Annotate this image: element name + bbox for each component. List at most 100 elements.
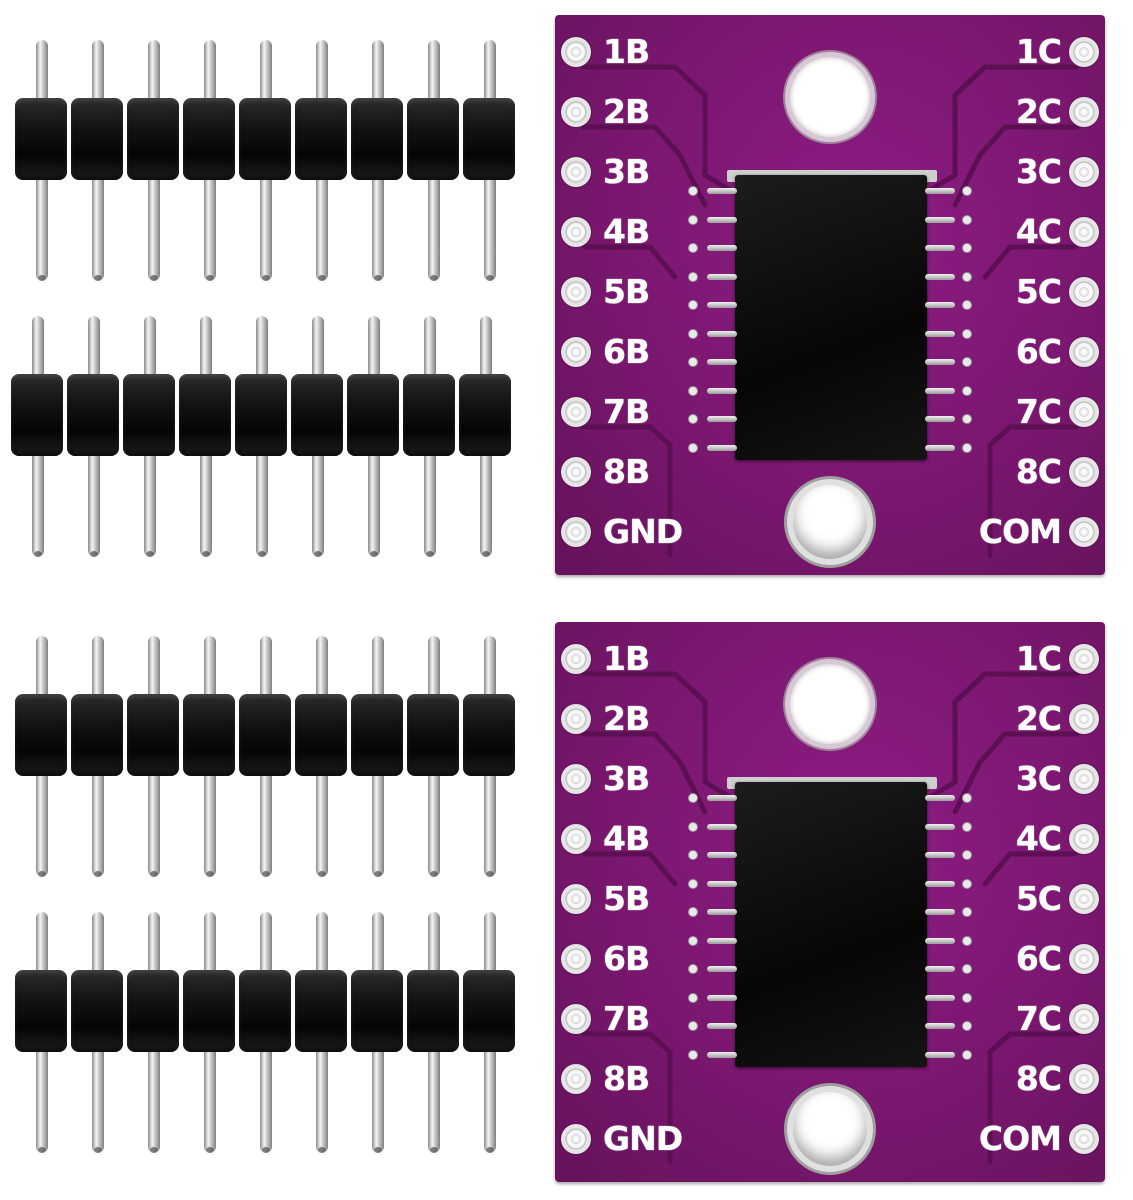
header-pin-bottom [372, 766, 384, 877]
header-pin-bottom [92, 170, 104, 281]
header-pin-top [372, 912, 384, 982]
header-pin-bottom [204, 170, 216, 281]
header-pin-top [260, 40, 272, 110]
header-pin-bottom [36, 170, 48, 281]
header-pin-top [200, 316, 212, 386]
solder-pad [689, 794, 697, 802]
ic-chip [735, 782, 927, 1067]
chip-leg [925, 416, 955, 422]
chip-leg [707, 302, 737, 308]
solder-pad [689, 187, 697, 195]
header-pin-top [32, 316, 44, 386]
pin-label-right: 2C [1015, 92, 1062, 131]
chip-leg [925, 937, 955, 944]
edge-pad-right [1069, 824, 1099, 854]
header-pin-top [312, 316, 324, 386]
header-pin-bottom [316, 170, 328, 281]
chip-leg [925, 188, 955, 194]
solder-pad [689, 1022, 697, 1030]
header-plastic-block [123, 374, 175, 456]
header-pin-top [256, 316, 268, 386]
pin-label-right: 5C [1015, 879, 1062, 918]
chip-leg [925, 444, 955, 451]
solder-pad [963, 358, 971, 366]
header-pin-bottom [484, 1042, 496, 1153]
header-pin-bottom [316, 1042, 328, 1153]
chip-leg [925, 1051, 955, 1058]
board-traces [580, 671, 1080, 1165]
header-pin-bottom [368, 446, 380, 557]
pin-label-left: 8B [603, 1059, 650, 1098]
chip-leg [707, 994, 737, 1001]
chip-leg [707, 387, 737, 394]
solder-pad [689, 301, 697, 309]
solder-pad [963, 272, 971, 281]
pin-label-right: 3C [1015, 152, 1062, 191]
chip-leg [925, 1023, 955, 1029]
solder-pad [963, 386, 971, 395]
edge-pad-right [1069, 944, 1099, 974]
edge-pad-left [561, 704, 591, 734]
solder-pad [963, 215, 971, 224]
edge-pad-right [1069, 644, 1099, 674]
header-pin-top [372, 636, 384, 706]
header-plastic-block [463, 970, 515, 1052]
edge-pad-left [561, 337, 591, 367]
edge-pad-left [561, 97, 591, 127]
header-pin-top [428, 40, 440, 110]
header-plastic-block [351, 98, 403, 180]
chip-leg [925, 273, 955, 280]
ic-chip [735, 175, 927, 460]
chip-leg [707, 909, 737, 915]
header-pin-bottom [428, 766, 440, 877]
header-pin-top [484, 40, 496, 110]
pin-label-right: 7C [1015, 999, 1062, 1038]
chip-leg [707, 273, 737, 280]
chip-leg [925, 302, 955, 308]
header-plastic-block [407, 98, 459, 180]
solder-pad [689, 272, 697, 281]
chip-leg [925, 823, 955, 830]
header-pin-top [36, 40, 48, 110]
chip-leg [707, 245, 737, 251]
pin-label-right: 6C [1015, 332, 1062, 371]
solder-pad [689, 415, 697, 423]
edge-pad-left [561, 157, 591, 187]
chip-leg [925, 387, 955, 394]
header-pin-top [148, 912, 160, 982]
header-pin-top [36, 636, 48, 706]
chip-leg [925, 330, 955, 337]
header-plastic-block [127, 694, 179, 776]
solder-pad [689, 908, 697, 916]
pin-header-1 [14, 40, 534, 281]
header-plastic-block [183, 694, 235, 776]
pin-label-left: 6B [603, 332, 650, 371]
header-plastic-block [407, 970, 459, 1052]
header-pin-bottom [260, 170, 272, 281]
solder-pad [963, 879, 971, 888]
pin-label-right: 5C [1015, 272, 1062, 311]
solder-pad [963, 851, 971, 859]
solder-pad [963, 1022, 971, 1030]
header-plastic-block [291, 374, 343, 456]
mounting-hole [790, 57, 870, 137]
header-pin-top [92, 912, 104, 982]
solder-pad [963, 443, 971, 452]
header-pin-bottom [312, 446, 324, 557]
chip-leg [925, 359, 955, 365]
header-pin-bottom [484, 766, 496, 877]
chip-leg [925, 795, 955, 801]
header-pin-bottom [484, 170, 496, 281]
header-plastic-block [239, 970, 291, 1052]
chip-leg [925, 966, 955, 972]
edge-pad-left [561, 1124, 591, 1154]
edge-pad-left [561, 457, 591, 487]
solder-pad [963, 936, 971, 945]
edge-pad-right [1069, 457, 1099, 487]
header-plastic-block [459, 374, 511, 456]
header-pin-bottom [32, 446, 44, 557]
header-plastic-block [239, 694, 291, 776]
header-pin-bottom [88, 446, 100, 557]
edge-pad-left [561, 217, 591, 247]
